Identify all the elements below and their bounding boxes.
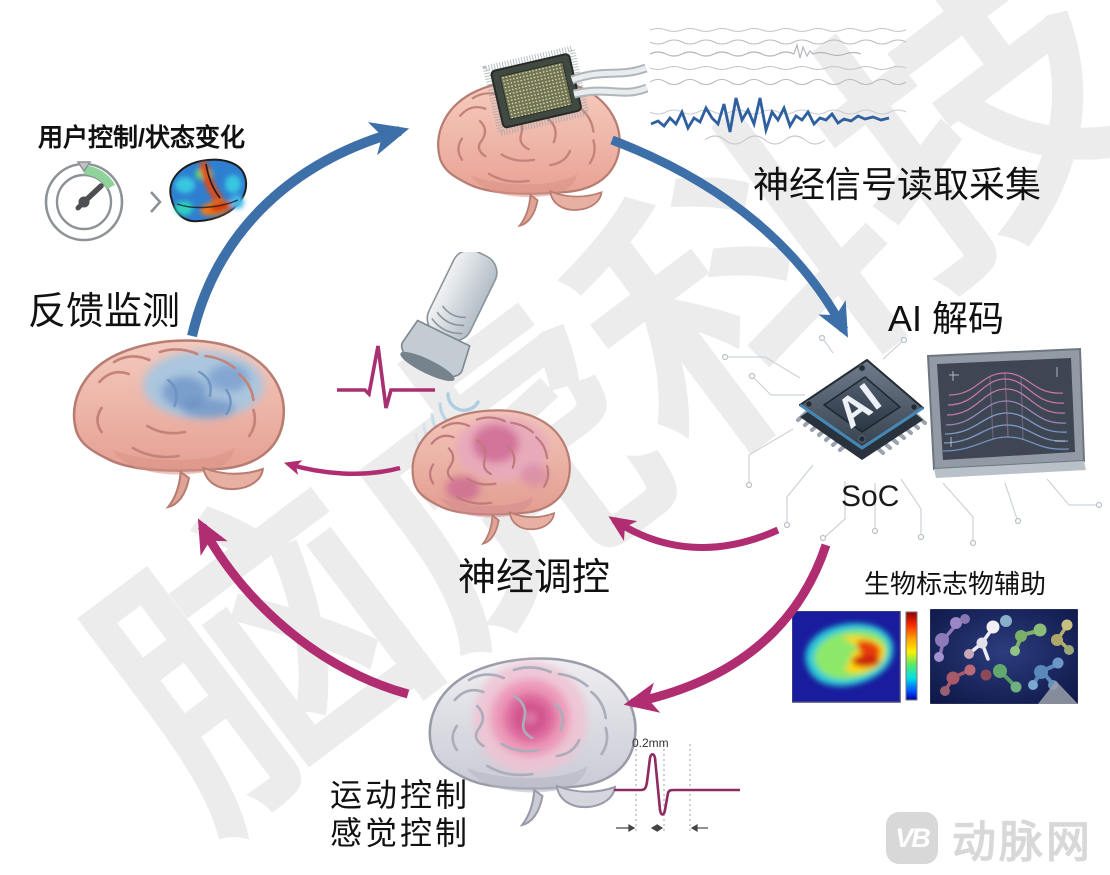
label-motor-control: 运动控制 xyxy=(330,777,471,813)
label-sensory-control: 感觉控制 xyxy=(330,815,471,851)
vbdata-logo: VB 动脉网 xyxy=(886,806,1093,870)
label-feedback: 反馈监测 xyxy=(28,291,181,333)
molecules-image xyxy=(930,609,1078,704)
timer-icon xyxy=(44,161,124,242)
blue-signal-waveform xyxy=(650,97,890,136)
spike-waveform xyxy=(614,753,740,816)
stimulus-spike-waveform xyxy=(337,345,435,409)
ai-chip: AI xyxy=(796,359,927,460)
label-soc: SoC xyxy=(841,480,900,513)
implant-brain-illustration xyxy=(437,45,648,228)
vb-logo-icon: VB xyxy=(886,812,938,864)
target-region xyxy=(473,662,588,774)
pet-brain-image xyxy=(792,611,918,703)
state-heatmap-brain xyxy=(169,158,248,223)
circuit-traces xyxy=(721,334,1103,547)
timer-top-marker xyxy=(76,161,92,173)
ribbon-cables xyxy=(570,63,648,99)
spike-scale-label: 0.2mm xyxy=(632,736,669,750)
label-ai-decode: AI 解码 xyxy=(888,298,1005,339)
stimulated-region xyxy=(445,416,549,502)
spike-scale-detail xyxy=(614,744,740,833)
surface-plot xyxy=(942,372,1070,452)
blue-activity-region xyxy=(143,351,264,419)
user-state-illustration xyxy=(44,158,248,242)
vb-logo-brand: 动脉网 xyxy=(952,818,1093,867)
neuromod-illustration xyxy=(400,252,571,545)
decode-monitor xyxy=(926,347,1086,478)
label-acquisition: 神经信号读取采集 xyxy=(753,164,1042,205)
electrode-chip xyxy=(482,45,591,137)
motor-brain-illustration xyxy=(428,657,637,827)
label-biomarker: 生物标志物辅助 xyxy=(864,569,1047,599)
molecule-models xyxy=(934,614,1074,696)
colorbar xyxy=(905,611,918,701)
ultrasound-probe xyxy=(400,252,498,382)
ai-soc-illustration: AI xyxy=(721,334,1103,547)
gray-triangle-overlay xyxy=(1038,681,1078,704)
timer-green-arc xyxy=(83,165,115,190)
label-neuromod: 神经调控 xyxy=(458,557,611,599)
chevron-right-icon xyxy=(150,191,162,213)
label-user-control: 用户控制/状态变化 xyxy=(38,124,245,152)
feedback-brain-illustration xyxy=(72,339,285,509)
neuromod-brain xyxy=(411,409,571,545)
neural-signal-traces xyxy=(649,27,907,145)
